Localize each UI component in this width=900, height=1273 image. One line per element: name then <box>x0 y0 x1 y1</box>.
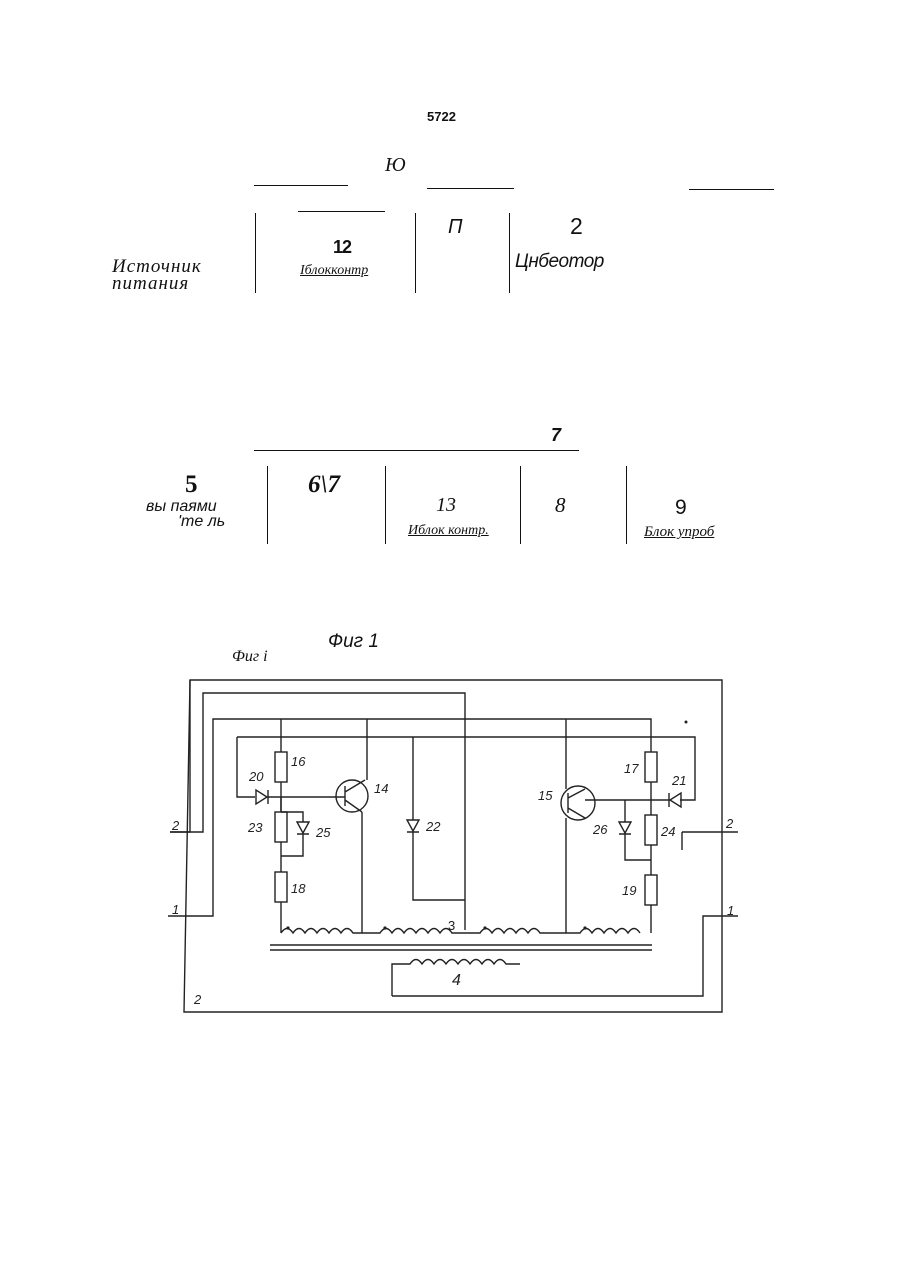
schematic-label-winding3: 3 <box>448 918 455 933</box>
resistor-19 <box>645 875 657 905</box>
schematic-label-r18: 18 <box>291 881 306 896</box>
schematic-label-d20: 20 <box>248 769 264 784</box>
schematic-label-d26: 26 <box>592 822 608 837</box>
transistor-15 <box>561 786 595 820</box>
resistor-24 <box>645 815 657 845</box>
resistor-23 <box>275 812 287 842</box>
transistor-14 <box>336 780 368 812</box>
schematic-label-right-term-2: 2 <box>725 816 734 831</box>
schematic-label-r19: 19 <box>622 883 636 898</box>
schematic-label-left-term-1: 1 <box>172 902 179 917</box>
diode-25 <box>297 822 309 834</box>
schematic-label-d25: 25 <box>315 825 331 840</box>
resistor-18 <box>275 872 287 902</box>
schematic-label-d21: 21 <box>671 773 686 788</box>
schematic-label-r16: 16 <box>291 754 306 769</box>
diode-21 <box>669 793 681 807</box>
schematic-label-right-term-1: 1 <box>727 903 734 918</box>
schematic-label-d22: 22 <box>425 819 441 834</box>
bus-left-down <box>237 737 255 797</box>
outer-frame <box>184 680 722 1012</box>
wire-2-left <box>170 693 465 930</box>
schematic-label-r17: 17 <box>624 761 639 776</box>
wire-1-left <box>168 719 651 916</box>
schematic-label-r24: 24 <box>660 824 675 839</box>
diode-20 <box>256 790 268 804</box>
schematic-label-t15: 15 <box>538 788 553 803</box>
resistor-16 <box>275 752 287 782</box>
schematic-label-t14: 14 <box>374 781 388 796</box>
schematic-label-bottom-2: 2 <box>193 992 202 1007</box>
schematic-label-left-term-2: 2 <box>171 818 180 833</box>
schematic-label-winding4: 4 <box>452 972 461 989</box>
diode-22 <box>407 820 419 832</box>
schematic-label-r23: 23 <box>247 820 263 835</box>
resistor-17 <box>645 752 657 782</box>
winding-3 <box>281 929 640 934</box>
diode-26 <box>619 822 631 834</box>
